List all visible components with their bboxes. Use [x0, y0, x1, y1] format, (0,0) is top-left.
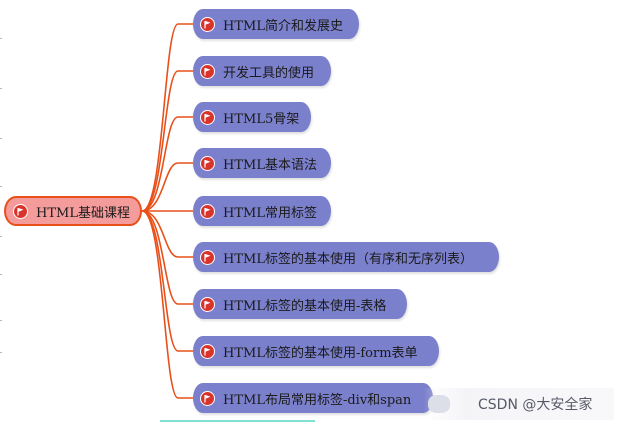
root-topic-label: HTML基础课程: [36, 205, 130, 221]
subtopic-label: HTML标签的基本使用-form表单: [223, 345, 418, 361]
flag-icon: [200, 390, 215, 406]
flag-icon: [200, 109, 215, 125]
subtopic-common-tags[interactable]: HTML常用标签: [193, 196, 331, 226]
subtopic-label: HTML标签的基本使用（有序和无序列表）: [223, 251, 473, 267]
subtopic-basic-syntax[interactable]: HTML基本语法: [193, 148, 331, 178]
flag-icon: [200, 16, 215, 32]
connector-line: [141, 210, 193, 258]
connector-line: [141, 162, 193, 212]
bottom-accent-line: [160, 420, 315, 422]
flag-icon: [200, 203, 215, 219]
csdn-watermark: CSDN @大安全家: [424, 388, 614, 420]
connector-line: [141, 116, 193, 212]
connector-line: [141, 70, 193, 212]
subtopic-label: HTML5骨架: [223, 111, 300, 127]
subtopic-label: HTML布局常用标签-div和span: [223, 392, 412, 408]
connector-line: [141, 210, 193, 305]
root-topic[interactable]: HTML基础课程: [4, 196, 142, 226]
subtopic-div-span[interactable]: HTML布局常用标签-div和span: [193, 383, 433, 413]
watermark-text: CSDN @大安全家: [478, 397, 593, 413]
flag-icon: [200, 343, 215, 359]
flag-icon: [200, 63, 215, 79]
subtopic-lists[interactable]: HTML标签的基本使用（有序和无序列表）: [193, 242, 499, 272]
flag-icon: [200, 249, 215, 265]
subtopic-tables[interactable]: HTML标签的基本使用-表格: [193, 289, 407, 319]
connector-line: [141, 210, 193, 399]
subtopic-dev-tools[interactable]: 开发工具的使用: [193, 56, 331, 86]
subtopic-html5-skeleton[interactable]: HTML5骨架: [193, 102, 311, 132]
connector-line: [141, 210, 193, 352]
subtopic-label: HTML基本语法: [223, 157, 317, 173]
flag-icon: [200, 296, 215, 312]
subtopic-intro-history[interactable]: HTML简介和发展史: [193, 9, 359, 39]
flag-icon: [200, 155, 215, 171]
subtopic-label: 开发工具的使用: [223, 65, 315, 81]
flag-icon: [13, 203, 28, 219]
watermark-logo-icon: [428, 395, 450, 413]
subtopic-label: HTML标签的基本使用-表格: [223, 298, 387, 314]
subtopic-label: HTML常用标签: [223, 205, 317, 221]
subtopic-label: HTML简介和发展史: [223, 18, 343, 34]
subtopic-forms[interactable]: HTML标签的基本使用-form表单: [193, 336, 439, 366]
connector-line: [141, 23, 193, 212]
